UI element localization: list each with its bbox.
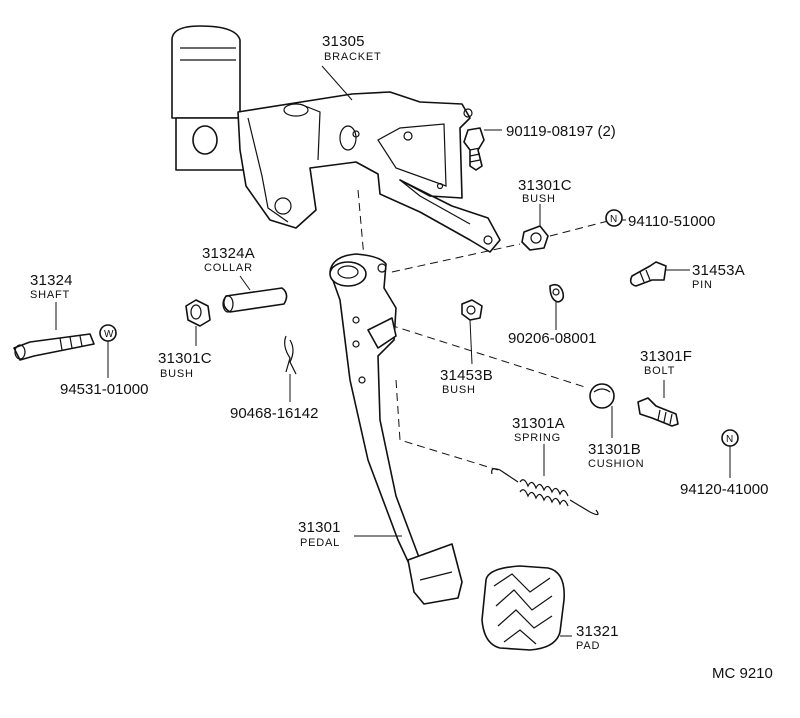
bolt-part — [637, 397, 679, 427]
label-nut-lower: 94120-41000 — [680, 481, 768, 498]
label-bush-mid-number: 31453B — [440, 367, 493, 384]
bush-upper-part — [521, 225, 549, 251]
pedal-part — [329, 253, 463, 605]
cushion-part — [589, 383, 615, 409]
label-shaft: 31324 SHAFT — [30, 272, 73, 301]
label-bolt-number: 31301F — [640, 348, 692, 365]
nut-upper-badge — [605, 209, 623, 227]
label-bracket-bolt: 90119-08197 (2) — [506, 123, 616, 140]
label-clip2: 90206-08001 — [508, 330, 596, 347]
label-nut-upper: 94110-51000 — [628, 213, 715, 230]
label-spring-name: SPRING — [514, 432, 561, 444]
label-spring: 31301A SPRING — [512, 415, 565, 444]
label-bracket-name: BRACKET — [324, 51, 382, 63]
label-pin-name: PIN — [692, 279, 713, 291]
alignment-lines — [357, 189, 613, 471]
label-cushion: 31301B CUSHION — [588, 441, 644, 470]
shaft-part — [13, 333, 95, 361]
label-bush-left: 31301C BUSH — [158, 350, 212, 380]
bush-mid-part — [461, 299, 483, 321]
master-cylinder — [171, 25, 247, 171]
label-washer: 94531-01000 — [60, 381, 148, 398]
pad-part — [481, 565, 565, 651]
clip-part — [284, 335, 297, 375]
label-bush-left-number: 31301C — [158, 350, 212, 367]
nut-lower-badge-letter: N — [726, 434, 733, 445]
label-pedal: 31301 PEDAL — [298, 519, 341, 549]
label-collar-name: COLLAR — [204, 262, 253, 274]
label-shaft-number: 31324 — [30, 272, 73, 289]
pin-part — [629, 261, 667, 287]
washer-badge-letter: W — [104, 329, 114, 340]
label-bush-mid-name: BUSH — [442, 384, 476, 396]
nut-upper-badge-letter: N — [610, 214, 617, 225]
bracket-bolt — [463, 127, 485, 171]
label-bush-upper-name: BUSH — [522, 193, 556, 205]
label-clip: 90468-16142 — [230, 405, 318, 422]
bracket-part — [237, 91, 501, 253]
label-bracket-number: 31305 — [322, 33, 365, 50]
label-spring-number: 31301A — [512, 415, 565, 432]
label-bolt-name: BOLT — [644, 365, 675, 377]
label-collar: 31324A COLLAR — [202, 245, 255, 274]
label-pedal-number: 31301 — [298, 519, 341, 536]
label-bush-mid: 31453B BUSH — [440, 367, 493, 396]
label-pad: 31321 PAD — [576, 623, 619, 652]
label-bolt: 31301F BOLT — [640, 348, 692, 377]
spring-part — [491, 468, 599, 516]
label-cushion-number: 31301B — [588, 441, 641, 458]
label-pad-name: PAD — [576, 640, 600, 652]
label-pedal-name: PEDAL — [300, 537, 340, 549]
label-collar-number: 31324A — [202, 245, 255, 262]
bush-left-part — [185, 299, 211, 327]
label-pad-number: 31321 — [576, 623, 619, 640]
label-shaft-name: SHAFT — [30, 289, 70, 301]
leader-lines — [55, 65, 731, 637]
label-pin-number: 31453A — [692, 262, 745, 279]
collar-part — [222, 287, 288, 313]
label-pin: 31453A PIN — [692, 262, 745, 291]
diagram-code: MC 9210 — [712, 665, 773, 682]
label-bush-upper-number: 31301C — [518, 177, 572, 194]
label-bush-upper: 31301C BUSH — [518, 177, 572, 205]
label-bracket: 31305 BRACKET — [322, 33, 382, 63]
label-bush-left-name: BUSH — [160, 368, 194, 380]
label-cushion-name: CUSHION — [588, 458, 644, 470]
clip2-part — [549, 283, 565, 303]
